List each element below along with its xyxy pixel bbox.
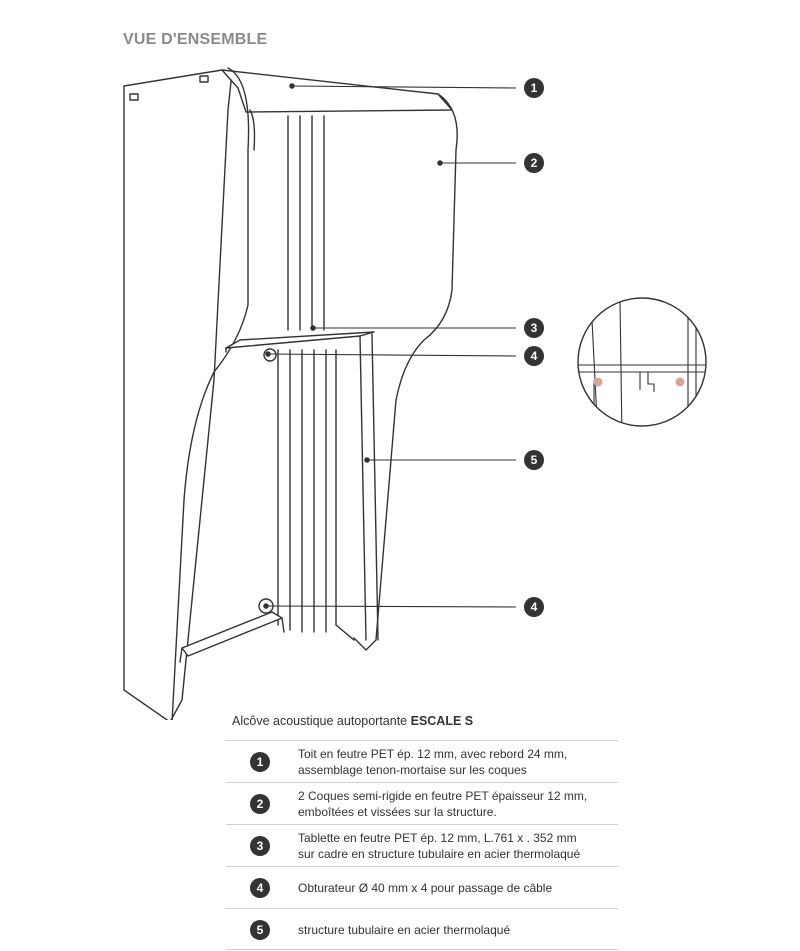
legend-num: 3 <box>250 836 270 856</box>
legend-num: 4 <box>250 878 270 898</box>
callout-4-top: 4 <box>524 346 544 366</box>
detail-pin-right <box>675 377 685 387</box>
callout-2: 2 <box>524 153 544 173</box>
legend-line: Tablette en feutre PET ép. 12 mm, L.761 … <box>298 831 577 845</box>
product-caption: Alcôve acoustique autoportante ESCALE S <box>232 714 473 728</box>
legend-line: 2 Coques semi-rigide en feutre PET épais… <box>298 789 588 803</box>
alcove-drawing <box>123 67 707 720</box>
legend-line: Obturateur Ø 40 mm x 4 pour passage de c… <box>298 881 553 895</box>
legend-line: emboîtées et vissées sur la structure. <box>298 805 497 819</box>
desk <box>225 331 375 349</box>
legend-text: structure tubulaire en acier thermolaqué <box>298 922 618 938</box>
right-shell-front <box>353 93 458 651</box>
legend-row: 2 2 Coques semi-rigide en feutre PET épa… <box>226 782 618 824</box>
callout-5: 5 <box>524 450 544 470</box>
product-name: ESCALE S <box>410 714 474 728</box>
legend-line: Toit en feutre PET ép. 12 mm, avec rebor… <box>298 747 568 761</box>
roof <box>221 69 453 113</box>
base-frame <box>181 611 283 657</box>
legend-num: 2 <box>250 794 270 814</box>
detail-pin-left <box>593 377 603 387</box>
legend-row: 1 Toit en feutre PET ép. 12 mm, avec reb… <box>226 740 618 782</box>
legend-row: 3 Tablette en feutre PET ép. 12 mm, L.76… <box>226 824 618 866</box>
legend-row: 4 Obturateur Ø 40 mm x 4 pour passage de… <box>226 866 618 908</box>
legend-row: 5 structure tubulaire en acier thermolaq… <box>226 908 618 950</box>
callout-1: 1 <box>524 78 544 98</box>
caption-prefix: Alcôve acoustique autoportante <box>232 714 411 728</box>
detail-magnifier <box>577 297 707 427</box>
page-title: VUE D'ENSEMBLE <box>123 31 268 48</box>
legend-table: 1 Toit en feutre PET ép. 12 mm, avec reb… <box>226 740 618 950</box>
callout-4-bottom: 4 <box>524 597 544 617</box>
legend-num: 1 <box>250 752 270 772</box>
legend-num: 5 <box>250 920 270 940</box>
legend-line: assemblage tenon-mortaise sur les coques <box>298 763 527 777</box>
legend-line: sur cadre en structure tubulaire en acie… <box>298 847 581 861</box>
legend-text: Tablette en feutre PET ép. 12 mm, L.761 … <box>298 830 618 862</box>
legend-line: structure tubulaire en acier thermolaqué <box>298 923 511 937</box>
legend-text: 2 Coques semi-rigide en feutre PET épais… <box>298 788 618 820</box>
legend-text: Toit en feutre PET ép. 12 mm, avec rebor… <box>298 746 618 778</box>
callout-3: 3 <box>524 318 544 338</box>
legend-text: Obturateur Ø 40 mm x 4 pour passage de c… <box>298 880 618 896</box>
